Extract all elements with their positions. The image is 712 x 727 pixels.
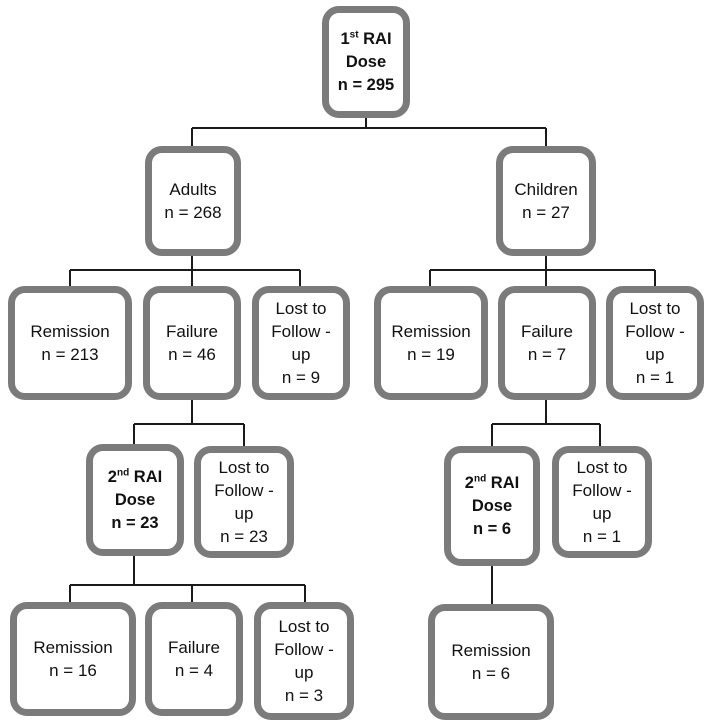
adults-lost-line1: Lost to	[275, 299, 327, 318]
adults-second-lost-line3: up	[234, 504, 254, 523]
children-failure-node: Failure n = 7	[498, 286, 596, 400]
children-second-rai-dose-node: 2nd RAI Dose n = 6	[444, 446, 540, 566]
children-second-remission-n: n = 6	[471, 664, 511, 683]
adults-second-remission-n: n = 16	[49, 661, 97, 680]
adults-second-lost-to-follow-up-node: Lost to Follow - up n = 23	[194, 446, 294, 558]
adults-remission-n: n = 213	[41, 345, 99, 364]
adults-second-lost-line2: Follow -	[214, 481, 274, 500]
root-n: n = 295	[337, 75, 395, 94]
adults-label: Adults	[169, 180, 217, 199]
adults-second-lost-after-line1: Lost to	[278, 617, 330, 636]
children-remission-node: Remission n = 19	[374, 286, 488, 400]
adults-second-remission-label: Remission	[33, 638, 113, 657]
adults-second-rai-dose-node: 2nd RAI Dose n = 23	[86, 444, 184, 556]
children-second-lost-line1: Lost to	[576, 458, 628, 477]
children-lost-to-follow-up-node: Lost to Follow - up n = 1	[606, 286, 704, 400]
children-node: Children n = 27	[496, 146, 596, 256]
children-lost-line3: up	[645, 345, 665, 364]
adults-second-line1: 2nd RAI	[107, 467, 163, 486]
children-second-lost-line2: Follow -	[572, 481, 632, 500]
adults-second-lost-n: n = 23	[220, 527, 268, 546]
adults-n: n = 268	[164, 203, 222, 222]
children-second-line2: Dose	[471, 496, 513, 515]
children-failure-label: Failure	[521, 322, 573, 341]
children-second-remission-label: Remission	[451, 641, 531, 660]
adults-second-lost-after-line2: Follow -	[274, 640, 334, 659]
children-second-remission-node: Remission n = 6	[428, 604, 554, 720]
root-line2: Dose	[345, 52, 387, 71]
adults-failure-n: n = 46	[168, 345, 216, 364]
root-line1: 1st RAI	[340, 29, 392, 48]
adults-lost-to-follow-up-node: Lost to Follow - up n = 9	[252, 286, 350, 400]
children-remission-label: Remission	[391, 322, 471, 341]
adults-second-failure-label: Failure	[168, 638, 220, 657]
adults-second-failure-n: n = 4	[174, 661, 214, 680]
adults-remission-label: Remission	[30, 322, 110, 341]
adults-second-lost-after-n: n = 3	[284, 686, 324, 705]
children-failure-n: n = 7	[527, 345, 567, 364]
children-second-line1: 2nd RAI	[464, 473, 520, 492]
children-second-lost-line3: up	[592, 504, 612, 523]
adults-remission-node: Remission n = 213	[8, 286, 132, 400]
adults-second-lost-after-line3: up	[294, 663, 314, 682]
children-second-n: n = 6	[472, 519, 512, 538]
adults-second-lost-line1: Lost to	[218, 458, 270, 477]
adults-second-n: n = 23	[111, 513, 159, 532]
children-label: Children	[514, 180, 578, 199]
adults-second-remission-node: Remission n = 16	[10, 602, 136, 716]
adults-node: Adults n = 268	[145, 146, 241, 256]
root-node-first-rai-dose: 1st RAI Dose n = 295	[322, 6, 410, 118]
adults-failure-node: Failure n = 46	[143, 286, 241, 400]
children-n: n = 27	[522, 203, 570, 222]
children-remission-n: n = 19	[407, 345, 455, 364]
adults-second-failure-node: Failure n = 4	[145, 602, 243, 716]
children-lost-line2: Follow -	[625, 322, 685, 341]
adults-second-line2: Dose	[114, 490, 156, 509]
children-lost-n: n = 1	[635, 368, 675, 387]
adults-lost-n: n = 9	[281, 368, 321, 387]
adults-failure-label: Failure	[166, 322, 218, 341]
children-lost-line1: Lost to	[629, 299, 681, 318]
adults-second-lost-after-node: Lost to Follow - up n = 3	[254, 602, 354, 720]
children-second-lost-to-follow-up-node: Lost to Follow - up n = 1	[552, 446, 652, 558]
children-second-lost-n: n = 1	[582, 527, 622, 546]
adults-lost-line2: Follow -	[271, 322, 331, 341]
adults-lost-line3: up	[291, 345, 311, 364]
